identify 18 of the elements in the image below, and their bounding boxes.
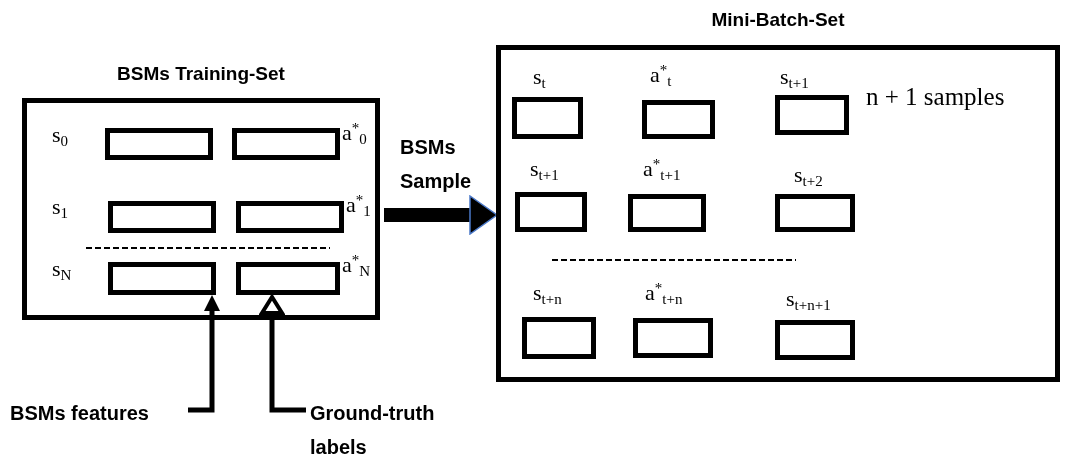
leader-arrow [188, 295, 220, 413]
variable-label: s$_{t+n}$ [533, 280, 562, 306]
container-title: Mini-Batch-Set [710, 8, 846, 32]
edge-label: BSMs Sample [400, 135, 473, 194]
sample-count-note: n + 1 samples [866, 82, 1005, 112]
callout-text: BSMs features [10, 401, 150, 426]
variable-label: s$_{t+n+1}$ [786, 286, 831, 312]
variable-label: s$_{t+1}$ [780, 64, 809, 90]
variable-label: s$_{N}$ [52, 256, 72, 282]
variable-label: s$_{t+2}$ [794, 162, 823, 188]
callout-text: Ground-truth labels [310, 401, 436, 460]
variable-label: s$_{t}$ [533, 64, 546, 90]
leader-arrow [260, 295, 306, 413]
variable-label: s$_{1}$ [52, 194, 69, 220]
variable-label: s$_{t+1}$ [530, 156, 559, 182]
block-arrow [384, 195, 498, 235]
container-title: BSMs Training-Set [116, 62, 286, 86]
variable-label: s$_{0}$ [52, 122, 69, 148]
